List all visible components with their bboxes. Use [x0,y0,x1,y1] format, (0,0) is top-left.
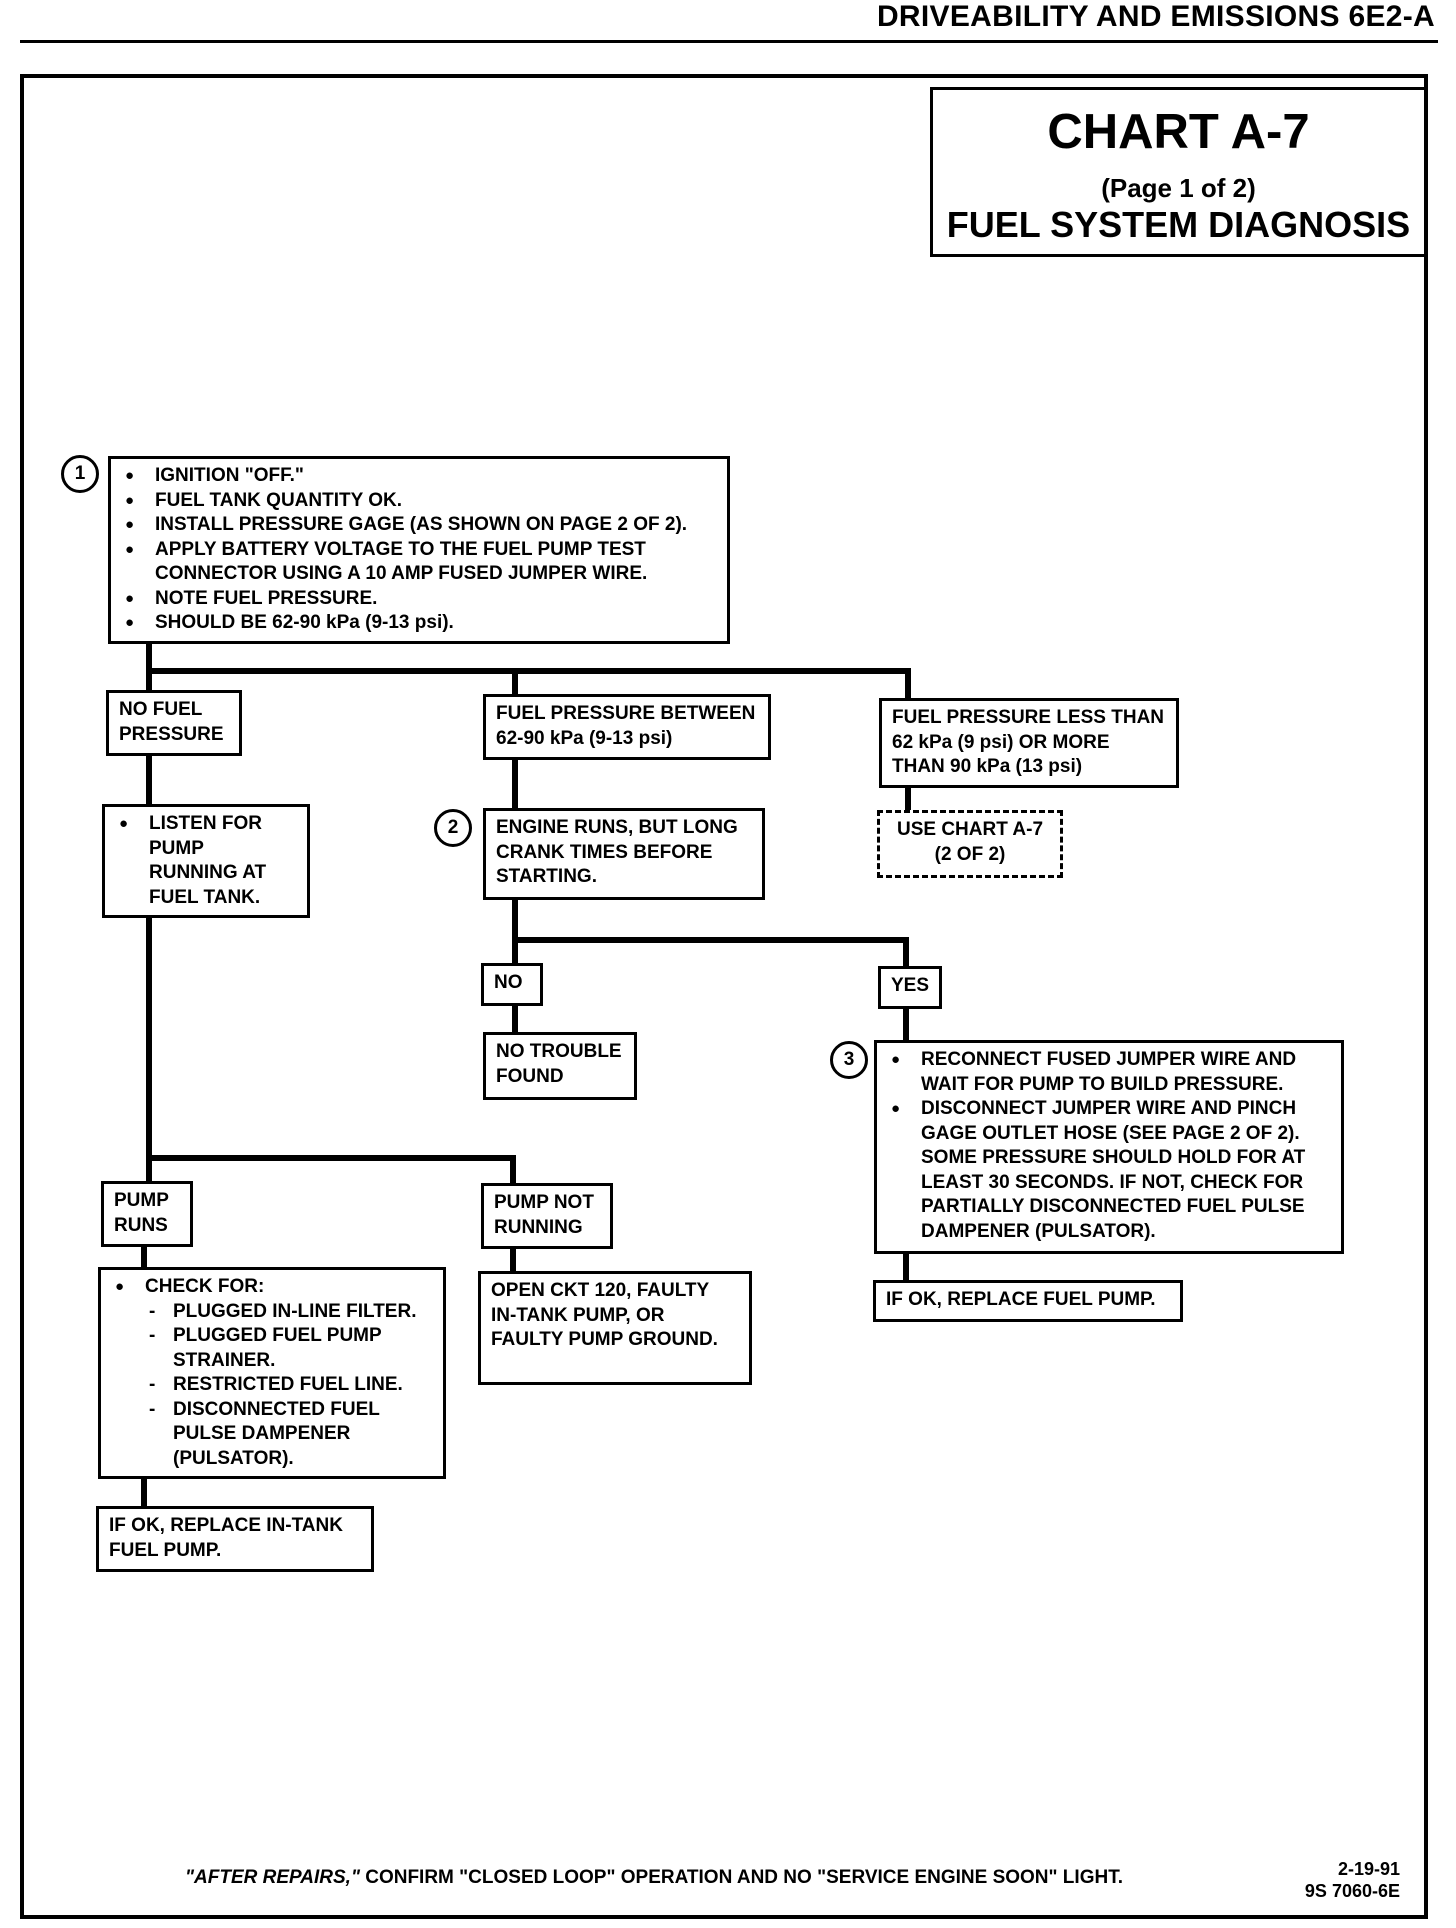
pressure-between-box: FUEL PRESSURE BETWEEN 62-90 kPa (9-13 ps… [483,694,771,760]
replace-in-tank-box: IF OK, REPLACE IN-TANK FUEL PUMP. [96,1506,374,1572]
connector-line [903,1006,909,1042]
connector-line [146,668,152,694]
no-fuel-pressure-box: NO FUEL PRESSURE [106,690,242,756]
check-for-item: PLUGGED FUEL PUMP STRAINER. [145,1324,433,1373]
connector-line [146,1155,516,1161]
header-rule [20,40,1438,43]
connector-line [905,668,911,703]
document-code: 2-19-91 9S 7060-6E [1270,1858,1400,1902]
connector-line [512,668,518,698]
check-for-item: PLUGGED IN-LINE FILTER. [145,1300,433,1325]
check-for-box: CHECK FOR: PLUGGED IN-LINE FILTER. PLUGG… [98,1267,446,1479]
connector-line [141,1247,147,1271]
connector-line [146,756,152,808]
connector-line [146,1155,152,1187]
page-header-title: DRIVEABILITY AND EMISSIONS 6E2-A [876,0,1435,33]
connector-line [510,1249,516,1273]
step-3-item: DISCONNECT JUMPER WIRE AND PINCH GAGE OU… [887,1097,1331,1244]
check-for-item: RESTRICTED FUEL LINE. [145,1373,433,1398]
chart-frame [20,74,1428,1919]
connector-line [146,918,152,1158]
connector-line [510,1155,516,1189]
open-ckt-box: OPEN CKT 120, FAULTY IN-TANK PUMP, OR FA… [478,1271,752,1385]
use-chart-a7-box: USE CHART A-7 (2 OF 2) [877,810,1063,878]
step-3-box: RECONNECT FUSED JUMPER WIRE AND WAIT FOR… [874,1040,1344,1254]
step-1-box: IGNITION "OFF." FUEL TANK QUANTITY OK. I… [108,456,730,644]
connector-line [512,760,518,812]
pressure-out-of-range-box: FUEL PRESSURE LESS THAN 62 kPa (9 psi) O… [879,698,1179,788]
step-1-item: SHOULD BE 62-90 kPa (9-13 psi). [121,611,717,636]
step-1-item: NOTE FUEL PRESSURE. [121,587,717,612]
connector-line [905,787,911,811]
connector-line [512,937,909,943]
connector-line [903,1252,909,1282]
step-2-box: ENGINE RUNS, BUT LONG CRANK TIMES BEFORE… [483,808,765,900]
chart-title-box: CHART A-7 (Page 1 of 2) FUEL SYSTEM DIAG… [930,87,1427,257]
connector-line [146,644,152,672]
chart-page-indicator: (Page 1 of 2) [1101,173,1256,203]
replace-fuel-pump-box: IF OK, REPLACE FUEL PUMP. [873,1280,1183,1322]
pump-runs-box: PUMP RUNS [101,1181,193,1247]
connector-line [903,937,909,968]
step-1-item: INSTALL PRESSURE GAGE (AS SHOWN ON PAGE … [121,513,717,538]
check-for-item: DISCONNECTED FUEL PULSE DAMPENER (PULSAT… [145,1398,433,1472]
connector-line [141,1478,147,1508]
no-box: NO [481,963,543,1006]
step-1-item: IGNITION "OFF." [121,464,717,489]
pump-not-running-box: PUMP NOT RUNNING [481,1183,613,1249]
chart-subtitle: FUEL SYSTEM DIAGNOSIS [946,204,1411,245]
step-3-item: RECONNECT FUSED JUMPER WIRE AND WAIT FOR… [887,1048,1331,1097]
connector-line [146,668,911,674]
listen-for-pump-box: LISTEN FOR PUMP RUNNING AT FUEL TANK. [102,804,310,918]
chart-title: CHART A-7 [1047,105,1310,159]
yes-box: YES [878,966,942,1009]
step-number-1: 1 [61,455,99,493]
connector-line [512,900,518,966]
step-number-3: 3 [830,1041,868,1079]
connector-line [512,1006,518,1034]
no-trouble-found-box: NO TROUBLE FOUND [483,1032,637,1100]
step-1-item: FUEL TANK QUANTITY OK. [121,489,717,514]
check-for-heading: CHECK FOR: PLUGGED IN-LINE FILTER. PLUGG… [111,1275,433,1471]
step-1-item: APPLY BATTERY VOLTAGE TO THE FUEL PUMP T… [121,538,717,587]
document-date: 2-19-91 [1337,1859,1400,1879]
step-number-2: 2 [434,809,472,847]
document-number: 9S 7060-6E [1304,1881,1400,1901]
listen-for-pump-item: LISTEN FOR PUMP RUNNING AT FUEL TANK. [115,812,297,910]
after-repairs-note: "AFTER REPAIRS," CONFIRM "CLOSED LOOP" O… [185,1867,1123,1888]
